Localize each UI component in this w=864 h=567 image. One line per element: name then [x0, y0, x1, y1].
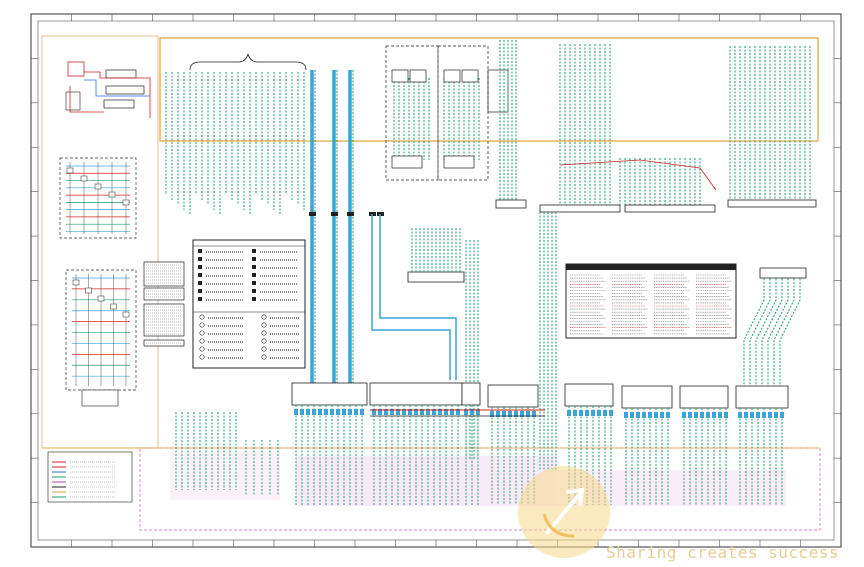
dashed-module-b: [437, 45, 489, 181]
watermark-text: Sharing creates success: [606, 543, 840, 562]
relay-block-top-left: [65, 61, 151, 118]
connector-blocks: [170, 382, 789, 506]
connector-tables: [143, 261, 185, 347]
grid-ticks: [31, 14, 841, 547]
component-list-table: [565, 263, 737, 339]
dashed-module-a: [385, 45, 439, 181]
zone-top-harness: [159, 37, 819, 142]
legend-box: [192, 239, 306, 369]
wire-bundles: [165, 40, 817, 470]
watermark-arrow-icon: [542, 487, 585, 538]
harness-notes-box: [47, 451, 133, 503]
left-control-modules: [59, 157, 137, 407]
